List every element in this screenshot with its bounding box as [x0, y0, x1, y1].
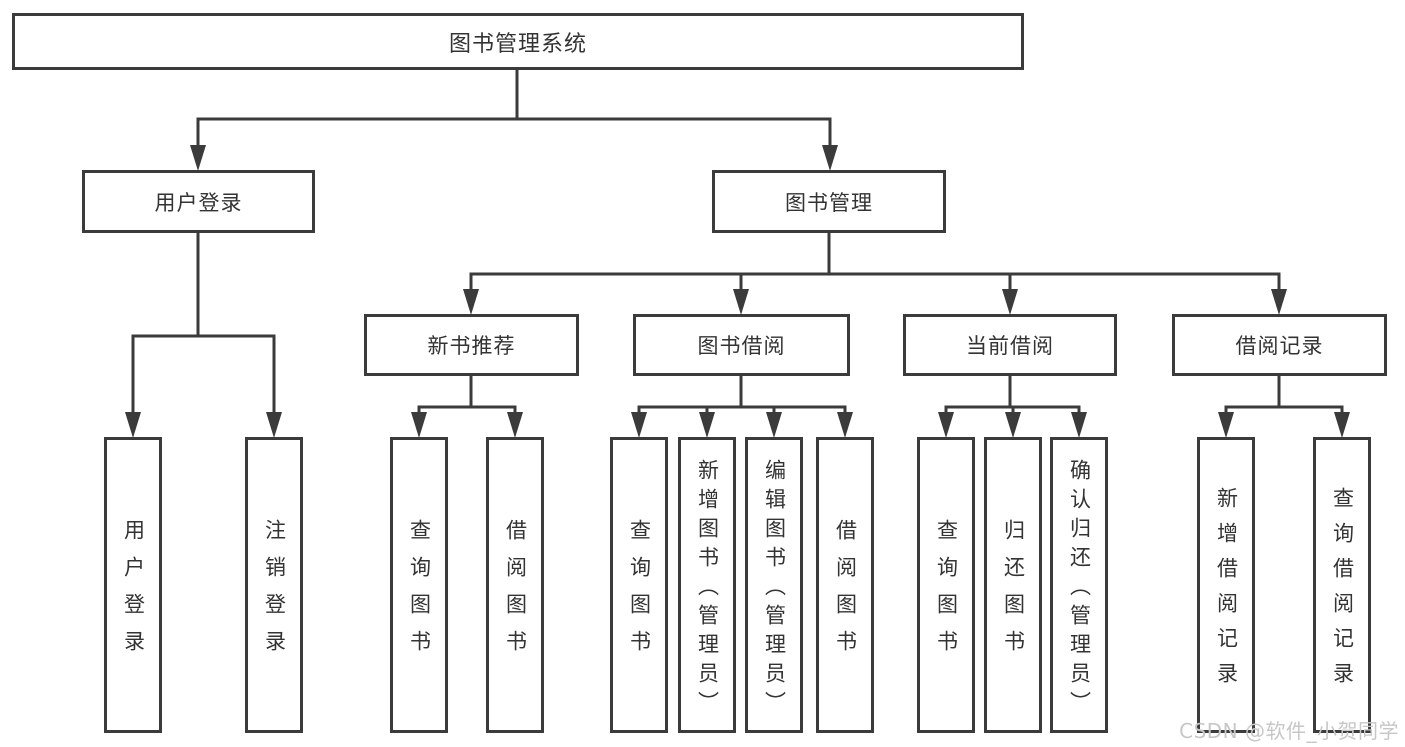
node-book-borrowing: 图书借阅	[633, 314, 850, 376]
node-leaf-return-books: 归还图书	[984, 437, 1042, 733]
node-label: 借阅图书	[833, 519, 858, 667]
node-leaf-edit-books-admin: 编辑图书（管理员）	[745, 437, 803, 733]
node-leaf-logout: 注销登录	[245, 437, 303, 733]
node-leaf-query-books-2: 查询图书	[610, 437, 668, 733]
node-label: 注销登录	[262, 519, 287, 667]
node-book-management: 图书管理	[712, 170, 946, 233]
node-new-book-recommend: 新书推荐	[364, 314, 579, 376]
node-leaf-borrow-books-2: 借阅图书	[816, 437, 874, 733]
connectors-root-to-level2	[190, 70, 838, 171]
node-borrowing-records: 借阅记录	[1172, 314, 1387, 376]
node-label: 查询图书	[934, 519, 959, 667]
node-leaf-query-books-3: 查询图书	[917, 437, 975, 733]
connectors-user-login	[125, 233, 282, 438]
node-leaf-borrow-books-1: 借阅图书	[486, 437, 544, 733]
node-leaf-add-borrow-record: 新增借阅记录	[1197, 437, 1255, 733]
connectors-book-borrowing	[631, 376, 853, 438]
node-leaf-add-books-admin: 新增图书（管理员）	[678, 437, 736, 733]
node-label: 新增借阅记录	[1214, 487, 1239, 697]
watermark: CSDN @软件_小贺同学	[1179, 719, 1399, 743]
node-label: 归还图书	[1001, 519, 1026, 667]
node-leaf-query-borrow-record: 查询借阅记录	[1313, 437, 1371, 733]
node-label: 查询借阅记录	[1330, 487, 1355, 697]
node-label: 借阅图书	[503, 519, 528, 667]
node-leaf-query-books-1: 查询图书	[390, 437, 448, 733]
node-library-management-system: 图书管理系统	[12, 13, 1024, 70]
node-current-borrowing: 当前借阅	[903, 314, 1117, 376]
node-label: 查询图书	[407, 519, 432, 667]
connectors-current-borrowing	[938, 376, 1087, 438]
node-label: 用户登录	[121, 519, 146, 667]
node-leaf-confirm-return-admin: 确认归还（管理员）	[1050, 437, 1108, 733]
node-label: 查询图书	[627, 519, 652, 667]
node-user-login: 用户登录	[82, 170, 315, 233]
connectors-borrowing-records	[1218, 376, 1350, 438]
node-label: 编辑图书（管理员）	[762, 458, 787, 720]
node-label: 确认归还（管理员）	[1067, 458, 1092, 720]
node-leaf-user-login: 用户登录	[104, 437, 162, 733]
node-label: 新增图书（管理员）	[695, 458, 720, 720]
connectors-book-management-to-level3	[463, 233, 1287, 315]
connectors-new-book-recommend	[411, 376, 523, 438]
